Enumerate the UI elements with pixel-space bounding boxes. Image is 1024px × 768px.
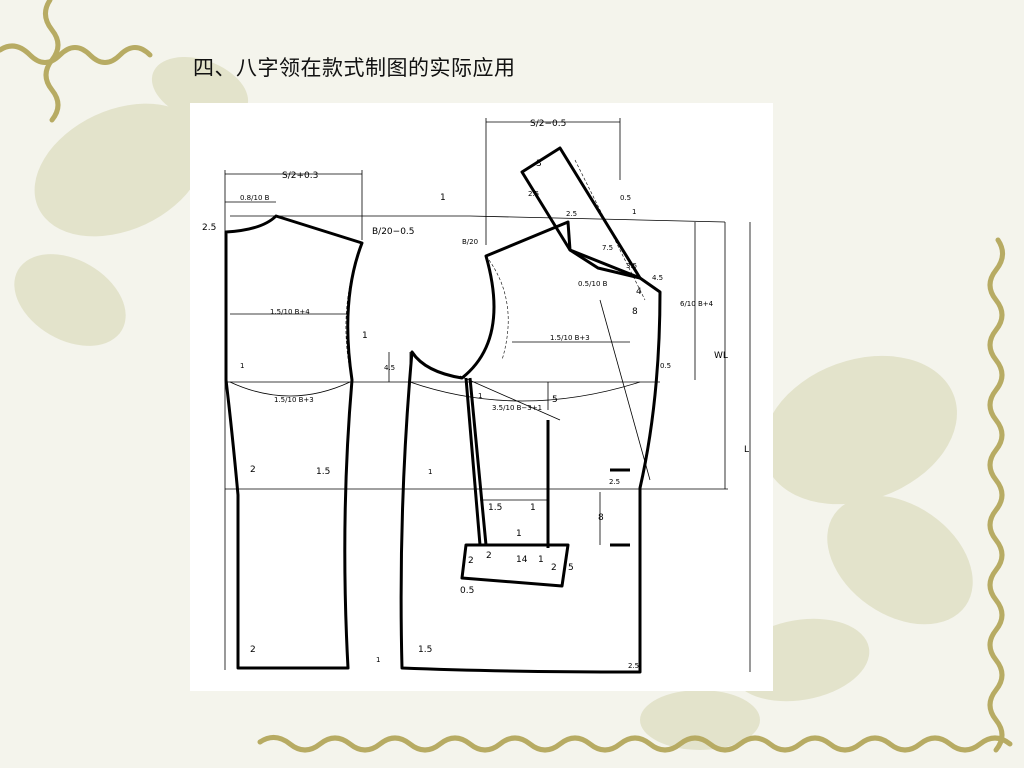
label-1-dart: 1 [478,392,482,400]
label-2-5-collar: 2.5 [528,190,539,198]
label-08-10b: 0.8/10 B [240,194,270,202]
label-8-lapel: 8 [632,307,638,317]
label-4-5: 4.5 [652,274,663,282]
label-back-width: 1.5/10 B+4 [270,308,310,316]
label-1-5-hem: 1.5 [418,645,432,655]
label-front-bust: 3.5/10 B−3+1 [492,404,542,412]
label-1-top: 1 [440,193,446,203]
label-1-flap-right: 1 [538,555,544,565]
label-back-bust: 1.5/10 B+3 [274,396,314,404]
measurement-labels: S/2+0.3 0.8/10 B 2.5 B/20−0.5 1 B/20 S/2… [202,119,749,670]
label-05-front: 0.5 [660,362,671,370]
label-l: L [744,445,749,455]
label-2-a: 2 [468,556,474,566]
label-3-collar: 3 [536,159,542,169]
label-14: 14 [516,555,528,565]
label-2-waist: 2 [250,465,256,475]
label-s2-minus-05: S/2−0.5 [530,119,566,129]
label-2-5-button: 2.5 [609,478,620,486]
label-0-5-flap: 0.5 [460,586,474,596]
label-05-shoulder: 0.5 [620,194,631,202]
label-1-waist: 1 [428,468,432,476]
label-2-hem: 2 [250,645,256,655]
label-1-5-waist: 1.5 [316,467,330,477]
label-1-5-pocket: 1.5 [488,503,502,513]
label-4: 4 [636,287,642,297]
construction-lines [224,159,728,670]
label-s2-plus-03: S/2+0.3 [282,171,318,181]
label-1-pocket: 1 [530,503,536,513]
label-6-10b-plus-4: 6/10 B+4 [680,300,714,308]
label-8-button: 8 [598,513,604,523]
label-2-b: 2 [486,551,492,561]
label-2-5-lapel: 2.5 [566,210,577,218]
label-7-5: 7.5 [602,244,613,252]
label-2-5-left: 2.5 [202,223,216,233]
vine-border [0,0,1013,753]
label-2-5-hem: 2.5 [628,662,639,670]
label-b20: B/20 [462,238,478,246]
label-4-5-armhole: 4.5 [384,364,395,372]
label-1-hem: 1 [376,656,380,664]
pattern-drawing-panel: S/2+0.3 0.8/10 B 2.5 B/20−0.5 1 B/20 S/2… [190,103,773,691]
front-panel [399,146,662,674]
back-panel [224,214,364,670]
button-marks [610,468,630,547]
jacket-pattern-diagram: S/2+0.3 0.8/10 B 2.5 B/20−0.5 1 B/20 S/2… [202,118,751,674]
label-front-chest: 1.5/10 B+3 [550,334,590,342]
label-2-c: 2 [551,563,557,573]
slide-title: 四、八字领在款式制图的实际应用 [193,56,516,80]
label-wl: WL [714,351,728,361]
leaf-watermark [14,57,973,750]
label-1-armhole: 1 [362,331,368,341]
label-3-5: 3.5 [626,262,637,270]
label-1-flap: 1 [516,529,522,539]
label-1-shoulder: 1 [632,208,636,216]
pocket-flap [460,543,570,588]
label-05-10b: 0.5/10 B [578,280,608,288]
label-5-dart: 5 [552,395,558,405]
label-5-flap: 5 [568,563,574,573]
label-1-side: 1 [240,362,244,370]
label-b20-minus-05: B/20−0.5 [372,227,415,237]
dimension-lines [225,118,751,672]
